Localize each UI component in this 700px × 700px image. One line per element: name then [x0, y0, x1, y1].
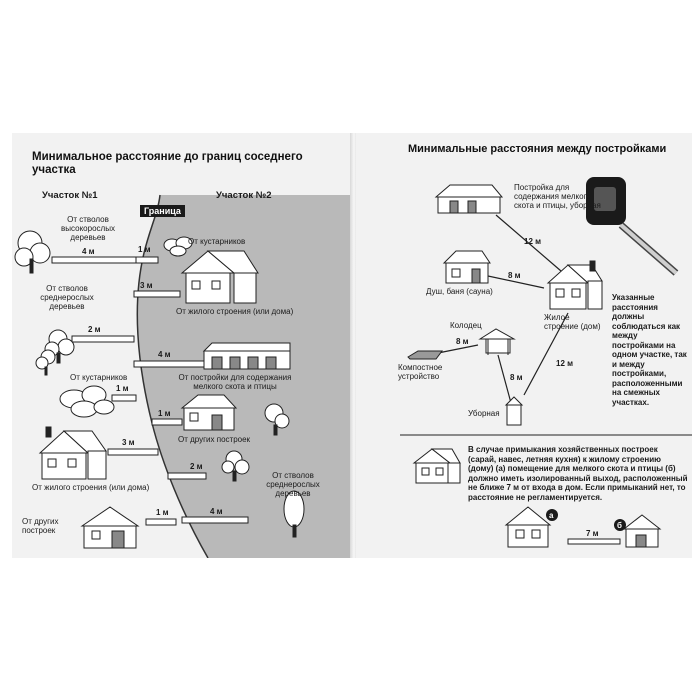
- label-other-right: От других построек: [178, 435, 251, 444]
- arrow-medium-trees-right: [167, 472, 207, 480]
- livestock-building-icon: [434, 184, 504, 214]
- line-livestock-house: [495, 214, 562, 272]
- distance-house-right: 3 м: [140, 281, 153, 290]
- bottom-note: В случае примыкания хозяйственных постро…: [468, 445, 688, 502]
- left-page-artwork: [14, 194, 352, 558]
- distance-tall-trees: 4 м: [82, 247, 95, 256]
- right-page-title: Минимальные расстояния между постройками: [408, 143, 667, 155]
- barn-b-icon: [622, 514, 662, 548]
- compost-icon: [407, 350, 443, 360]
- distance-bottom-right: 4 м: [210, 507, 223, 516]
- marker-b-label: б: [617, 521, 622, 530]
- house-icon: [38, 426, 107, 480]
- distance-livestock-house: 12 м: [524, 237, 542, 246]
- arrow-other-right: [151, 418, 183, 426]
- right-page: Минимальные расстояния между постройками…: [356, 133, 692, 558]
- house-icon: [180, 250, 259, 304]
- plot-2-label: Участок №2: [216, 190, 272, 201]
- medium-tree-icon: [35, 349, 56, 376]
- right-page-artwork: [400, 177, 692, 548]
- distance-other-left: 1 м: [156, 508, 169, 517]
- distance-shrubs-left: 1 м: [116, 384, 129, 393]
- other-building-icon: [180, 394, 238, 431]
- book-gutter: [350, 133, 358, 558]
- label-livestock-building: Постройка для содержания мелкого скота и…: [514, 183, 601, 210]
- house-icon: [546, 260, 603, 310]
- distance-house-toilet: 12 м: [556, 359, 574, 368]
- label-house-right: От жилого строения (или дома): [176, 307, 294, 316]
- sauna-icon: [442, 250, 491, 284]
- plot-1-label: Участок №1: [42, 190, 98, 201]
- label-sauna: Душ, баня (сауна): [426, 287, 493, 296]
- distance-bottom: 7 м: [586, 529, 599, 538]
- tree-icon: [264, 403, 290, 436]
- arrow-bottom-right: [181, 516, 249, 524]
- arrow-house-left: [107, 448, 159, 456]
- label-medium-trees-left: От стволов среднерослых деревьев: [40, 284, 94, 311]
- shrubs-icon: [59, 385, 115, 418]
- arrow-shrubs-top: [135, 256, 159, 264]
- tall-tree-icon: [14, 230, 51, 274]
- distance-sauna-house: 8 м: [508, 271, 521, 280]
- distance-livestock: 4 м: [158, 350, 171, 359]
- arrow-medium-trees-left: [71, 335, 135, 343]
- arrow-house-right: [133, 290, 181, 298]
- line-house-toilet: [523, 312, 569, 396]
- left-page-title: Минимальное расстояние до границ соседне…: [32, 151, 303, 176]
- distance-other-right: 1 м: [158, 409, 171, 418]
- livestock-barn-icon: [202, 342, 291, 370]
- arrow-other-left: [145, 518, 177, 526]
- distance-house-left: 3 м: [122, 438, 135, 447]
- line-well-toilet: [497, 354, 512, 404]
- label-shrubs-top: От кустарников: [188, 237, 246, 246]
- marker-b-icon: [614, 519, 626, 531]
- toilet-icon: [504, 396, 524, 426]
- arrow-shrubs-left: [111, 394, 137, 402]
- distance-well-compost: 8 м: [456, 337, 469, 346]
- tree-icon: [283, 490, 305, 538]
- label-toilet: Уборная: [468, 409, 500, 418]
- marker-a-label: а: [549, 511, 554, 520]
- line-well-compost: [437, 344, 479, 354]
- label-livestock: От постройки для содержания мелкого скот…: [178, 373, 292, 391]
- label-house-left: От жилого строения (или дома): [32, 483, 150, 492]
- distance-well-toilet: 8 м: [510, 373, 523, 382]
- label-well: Колодец: [450, 321, 482, 330]
- side-note: Указанные расстояния должны соблюдаться …: [612, 293, 687, 407]
- distance-medium-trees-left: 2 м: [88, 325, 101, 334]
- label-other-left: От других построек: [22, 517, 59, 535]
- distance-shrubs-top: 1 м: [138, 245, 151, 254]
- arrow-tall-trees: [51, 256, 141, 264]
- label-compost: Компостное устройство: [398, 363, 443, 381]
- tape-measure-icon: [586, 177, 679, 276]
- label-medium-trees-right: От стволов среднерослых деревьев: [266, 471, 320, 498]
- other-building-icon: [80, 506, 140, 549]
- label-shrubs-left: От кустарников: [70, 373, 128, 382]
- boundary-tag: Граница: [140, 205, 185, 217]
- label-house: Жилое строение (дом): [544, 313, 601, 331]
- label-tall-trees: От стволов высокорослых деревьев: [61, 215, 115, 242]
- well-icon: [478, 328, 516, 355]
- distance-medium-trees-right: 2 м: [190, 462, 203, 471]
- arrow-bottom: [567, 538, 621, 545]
- house-a-icon: [504, 506, 552, 548]
- arrow-livestock: [133, 360, 205, 368]
- shrubs-icon: [163, 236, 193, 257]
- left-page: Минимальное расстояние до границ соседне…: [12, 133, 352, 558]
- house-attached-icon: [412, 448, 461, 484]
- marker-a-icon: [546, 509, 558, 521]
- medium-tree-icon: [221, 450, 250, 482]
